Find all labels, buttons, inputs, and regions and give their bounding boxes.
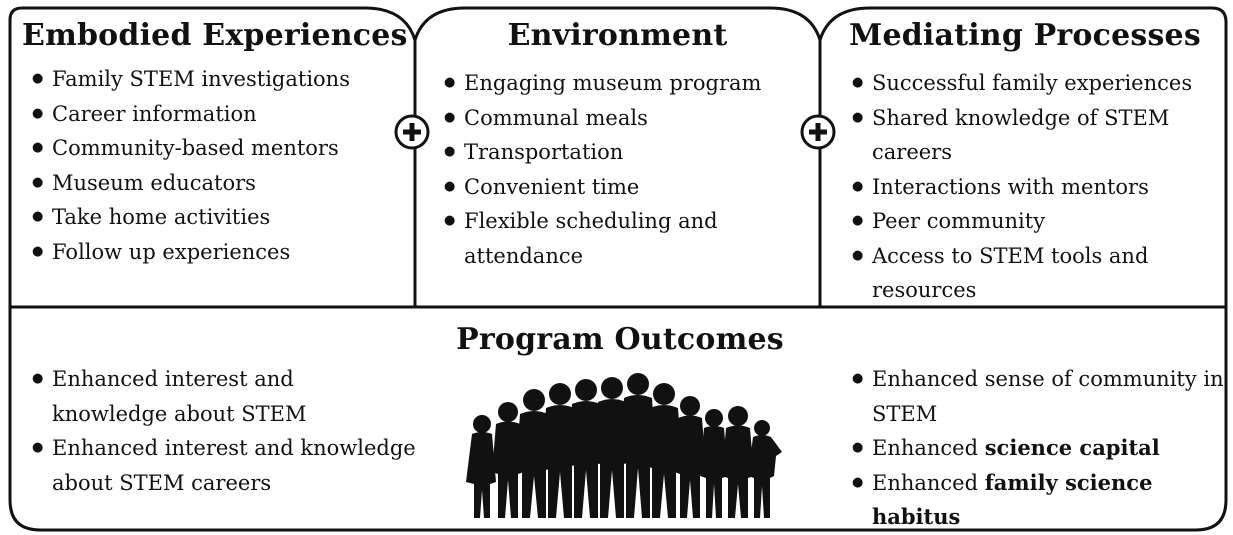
list-item: Convenient time [444,170,804,205]
list-item: Transportation [444,135,804,170]
mediating-processes-title: Mediating Processes [849,18,1201,53]
list-item: Museum educators [32,166,402,201]
mediating-processes-list: Successful family experiences Shared kno… [852,66,1212,308]
list-item: Successful family experiences [852,66,1212,101]
list-item: Enhanced science capital [852,431,1222,466]
list-item: Take home activities [32,200,402,235]
embodied-experiences-list: Family STEM investigations Career inform… [32,62,402,269]
outcome-emphasis: family science habitus [872,469,1153,530]
list-item: Enhanced family science habitus [852,466,1192,535]
outcome-text: Enhanced sense of community in STEM [872,367,1224,426]
outcome-emphasis: science capital [984,435,1160,460]
outcome-text: Enhanced [872,436,985,460]
list-item: Follow up experiences [32,235,402,270]
crowd-silhouette-icon [466,373,782,518]
list-item: Career information [32,97,402,132]
list-item: Engaging museum program [444,66,804,101]
list-item: Enhanced sense of community in STEM [852,362,1232,431]
list-item: Enhanced interest and knowledge about ST… [32,362,342,431]
outcome-text: Enhanced [872,470,985,495]
environment-title: Environment [507,18,728,53]
list-item: Flexible scheduling and attendance [444,204,754,273]
list-item: Communal meals [444,101,804,136]
list-item: Peer community [852,204,1212,239]
list-item: Community-based mentors [32,131,402,166]
list-item: Family STEM investigations [32,62,402,97]
list-item: Access to STEM tools and resources [852,239,1182,308]
outcomes-right-list: Enhanced sense of community in STEM Enha… [852,362,1224,535]
plus-circle-icon [800,114,836,150]
list-item: Shared knowledge of STEM careers [852,101,1192,170]
environment-list: Engaging museum program Communal meals T… [444,66,804,273]
list-item: Enhanced interest and knowledge about ST… [32,431,422,500]
plus-circle-icon [394,114,430,150]
outcomes-left-list: Enhanced interest and knowledge about ST… [32,362,416,500]
list-item: Interactions with mentors [852,170,1212,205]
program-outcomes-title: Program Outcomes [456,322,784,357]
embodied-experiences-title: Embodied Experiences [22,18,408,53]
